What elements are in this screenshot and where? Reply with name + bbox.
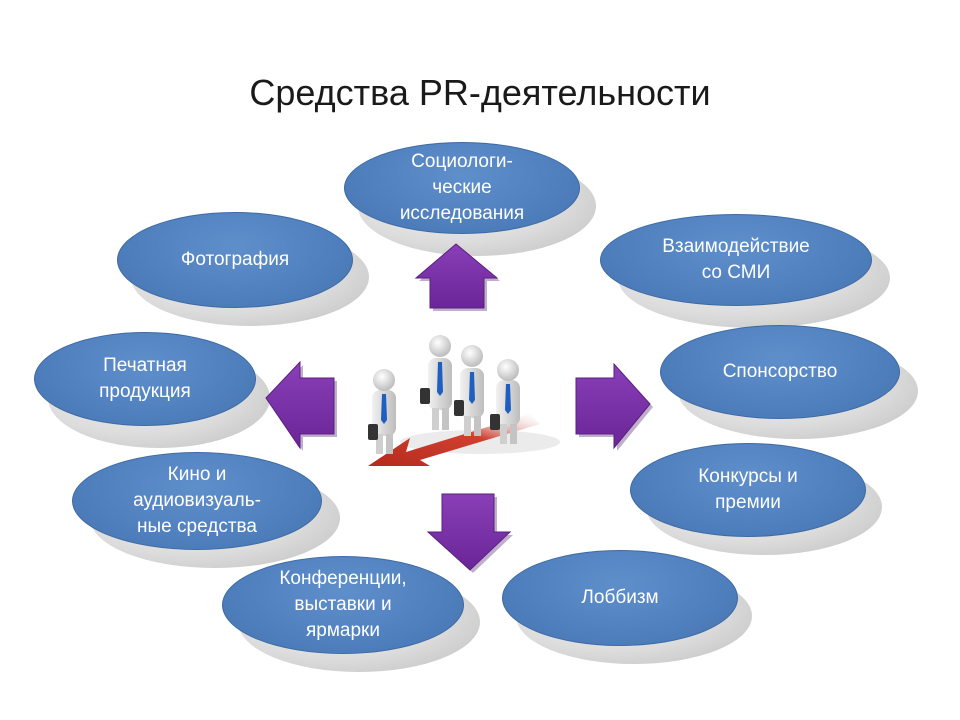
arrow-left-icon — [265, 360, 337, 451]
node-label: Фотография — [180, 249, 290, 270]
people-group-icon — [368, 335, 560, 466]
node-label: Лоббизм — [581, 587, 659, 608]
node-label: Социологи- ческие исследования — [399, 151, 525, 224]
node-label: Печатная продукция — [99, 355, 191, 402]
node-label: Конкурсы и премии — [698, 466, 798, 513]
node-label: Конференции, выставки и ярмарки — [279, 568, 407, 641]
node-label: Взаимодействие со СМИ — [662, 236, 810, 283]
arrow-up-icon — [414, 243, 500, 311]
arrow-right-icon — [575, 362, 653, 451]
arrow-down-icon — [426, 493, 513, 573]
node-label: Кино и аудиовизуаль- ные средства — [133, 464, 261, 537]
node-label: Спонсорство — [722, 361, 838, 382]
page-title: Средства PR-деятельности — [249, 72, 711, 113]
